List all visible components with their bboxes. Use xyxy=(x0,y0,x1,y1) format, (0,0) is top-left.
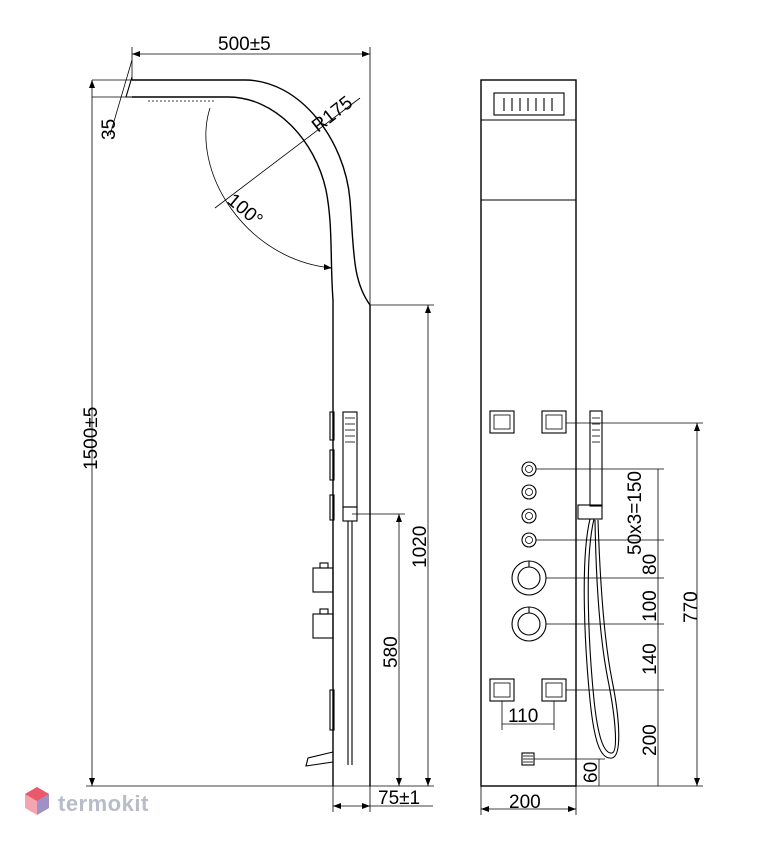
width-label: 500±5 xyxy=(218,34,271,55)
front-view: 50x3=150 80 100 140 200 60 770 110 200 xyxy=(480,79,703,815)
thermostat-knob xyxy=(511,560,547,596)
side-view: 500±5 35 1500±5 R175 100° 1020 580 75±1 xyxy=(81,34,434,812)
body-jet xyxy=(541,678,567,702)
gap-100-label: 100 xyxy=(640,590,661,622)
head-thickness-label: 35 xyxy=(99,119,120,140)
watermark-brand: termokit xyxy=(58,790,149,816)
termokit-logo-icon xyxy=(24,786,50,821)
depth-label: 75±1 xyxy=(378,788,420,809)
front-width-label: 200 xyxy=(509,792,541,813)
gap-140-label: 140 xyxy=(640,643,661,675)
gap-200-label: 200 xyxy=(640,724,661,756)
jet-spacing-label: 110 xyxy=(508,706,538,727)
flow-knob xyxy=(511,606,547,642)
total-770-label: 770 xyxy=(681,591,702,623)
body-jet xyxy=(489,678,515,702)
body-jet xyxy=(541,410,567,434)
bottom-60-label: 60 xyxy=(581,762,602,783)
height-label: 1500±5 xyxy=(81,407,102,470)
holder-height-label: 1020 xyxy=(410,526,431,568)
nozzle-spacing-label: 50x3=150 xyxy=(625,471,646,555)
radius-label: R175 xyxy=(308,92,357,137)
watermark: termokit xyxy=(24,786,149,821)
gap-80-label: 80 xyxy=(640,554,661,575)
spout-height-label: 580 xyxy=(381,636,402,668)
body-jet xyxy=(489,410,515,434)
